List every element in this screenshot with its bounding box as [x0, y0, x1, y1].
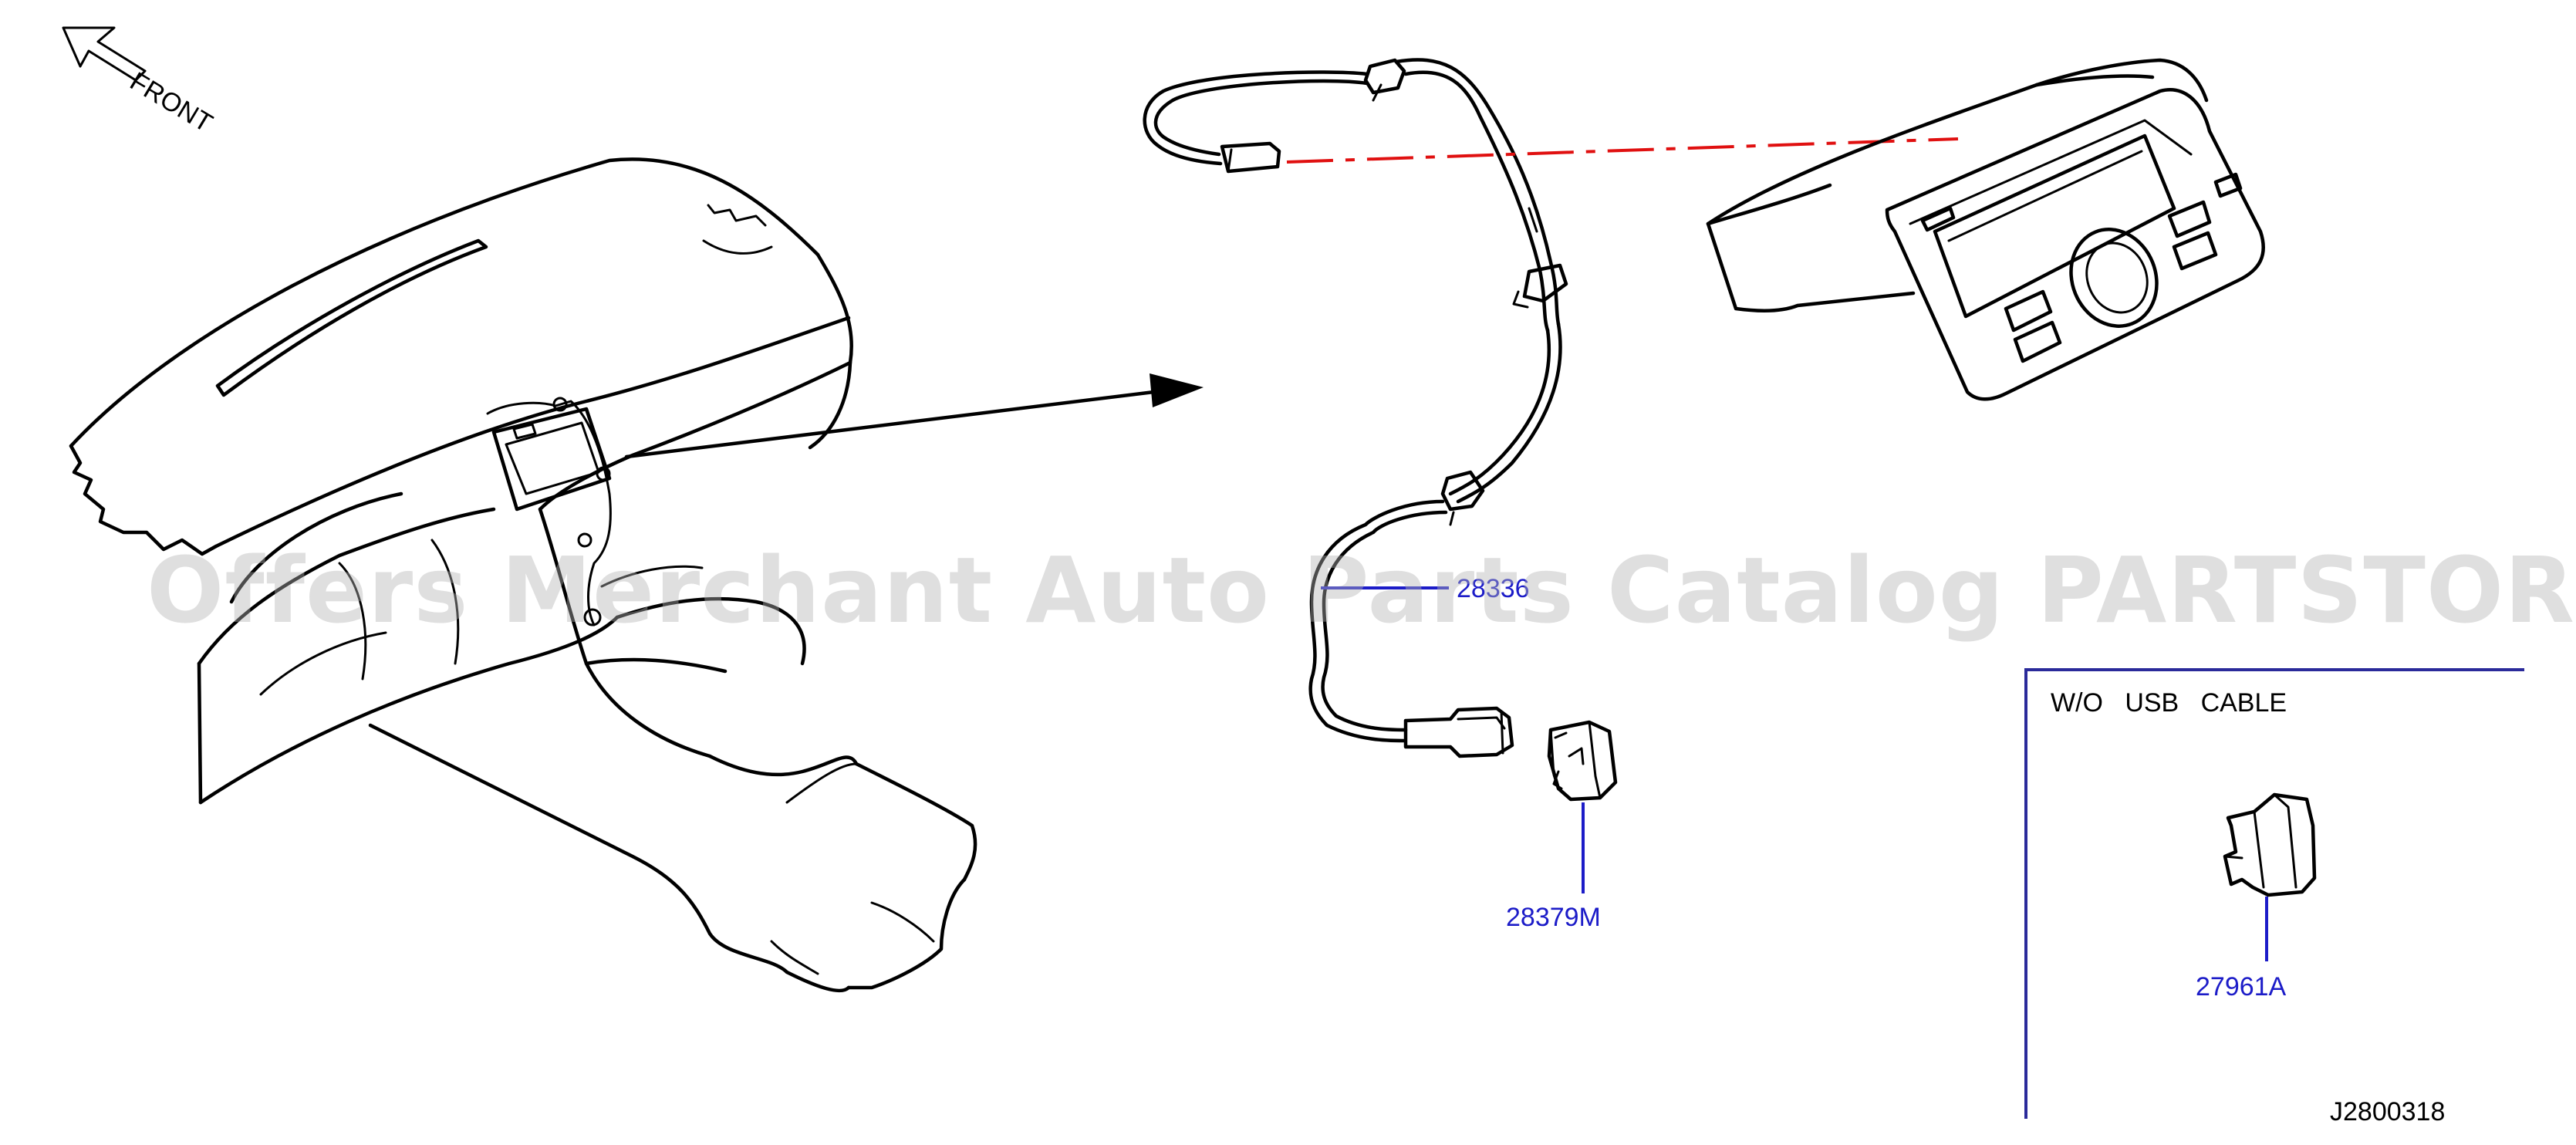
variant-box: W/O USB CABLE 27961A — [2024, 668, 2524, 1119]
detail-pointer-arrow — [624, 373, 1204, 459]
blank-cover-drawing — [2223, 792, 2317, 897]
reference-line — [1286, 137, 1959, 164]
callout-28336[interactable]: 28336 — [1321, 574, 1530, 603]
callout-28379m[interactable]: 28379M — [1506, 802, 1601, 932]
part-number-28379m[interactable]: 28379M — [1506, 903, 1601, 932]
usb-cable-harness-drawing — [1143, 58, 1618, 802]
part-number-28336[interactable]: 28336 — [1457, 574, 1530, 603]
part-number-27961a[interactable]: 27961A — [2196, 972, 2287, 1001]
watermark: Offers Merchant Auto Parts Catalog PARTS… — [147, 537, 2576, 643]
front-label: FRONT — [125, 66, 218, 138]
instrument-panel-drawing — [69, 157, 977, 993]
drawing-number: J2800318 — [2330, 1097, 2445, 1126]
audio-unit-drawing — [1706, 58, 2265, 401]
variant-box-title: W/O USB CABLE — [2051, 688, 2287, 718]
front-arrow-icon — [62, 26, 147, 82]
